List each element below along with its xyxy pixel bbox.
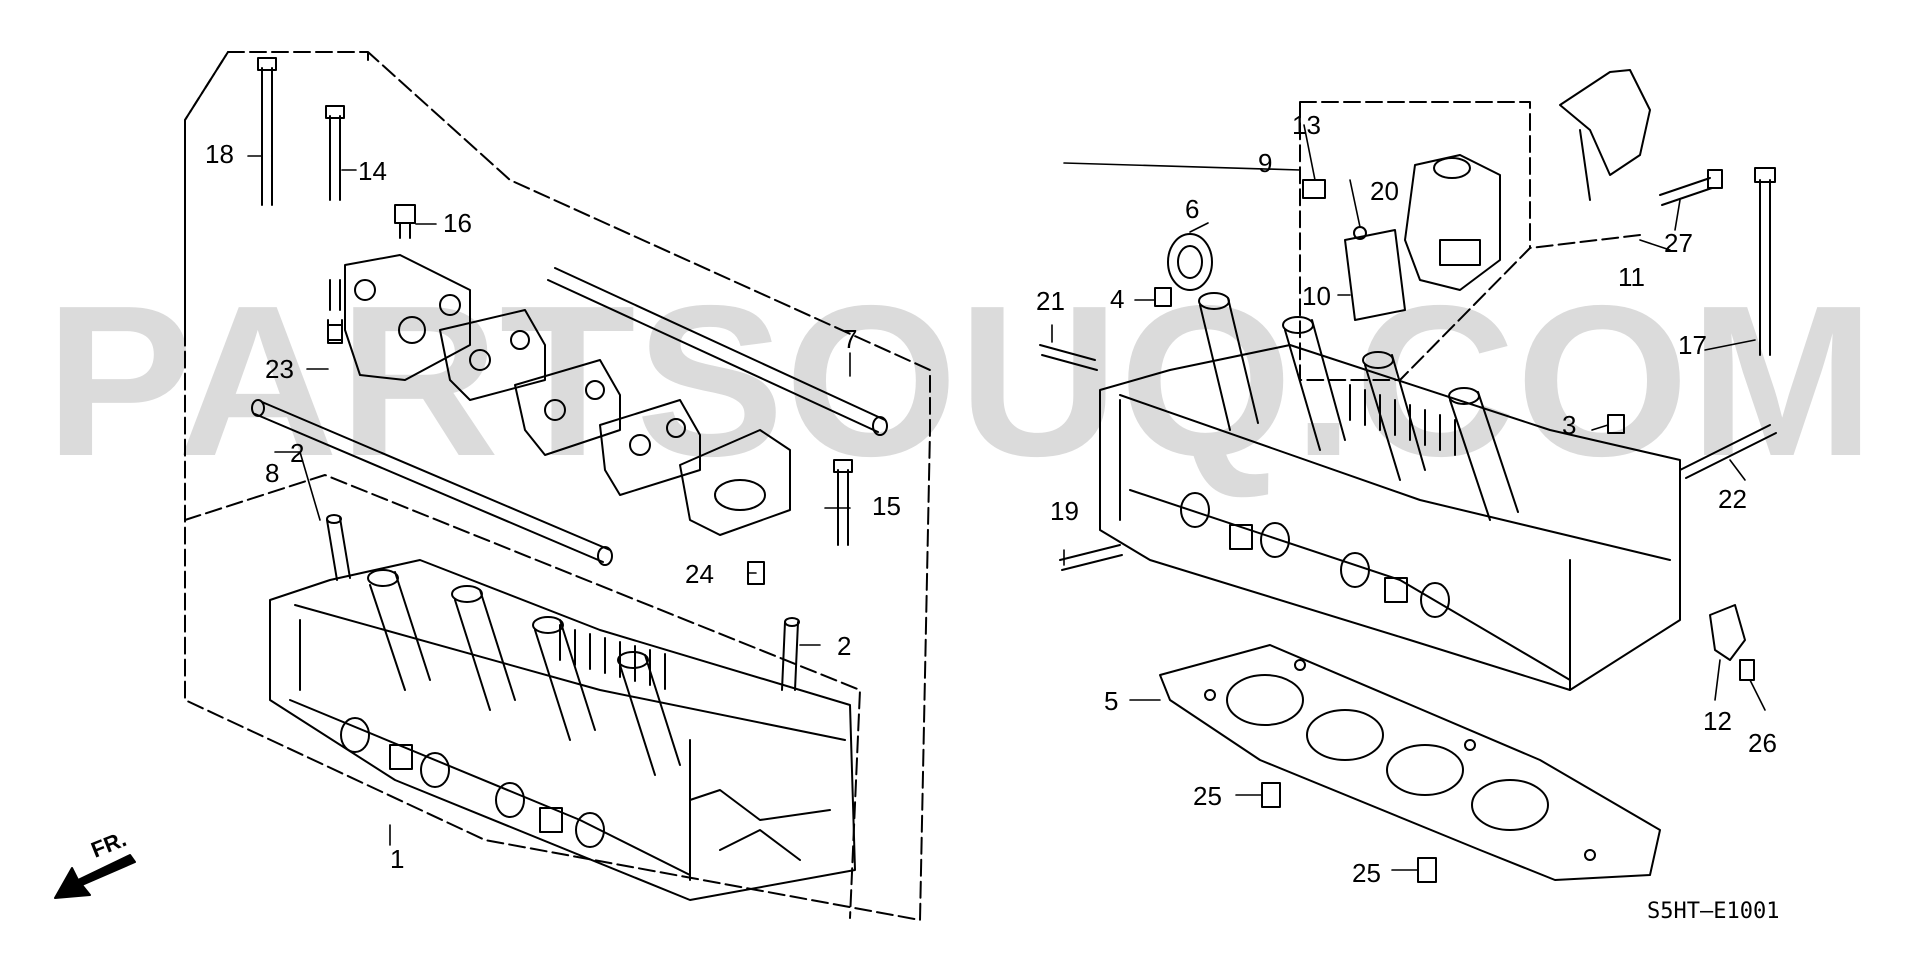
right-studs-and-bolts bbox=[1039, 167, 1777, 571]
callout-13: 13 bbox=[1292, 110, 1321, 140]
callout-24: 24 bbox=[685, 559, 714, 589]
callout-15: 15 bbox=[872, 491, 901, 521]
callout-10: 10 bbox=[1302, 281, 1331, 311]
bracket-and-sensor bbox=[1559, 69, 1755, 681]
callout-27: 27 bbox=[1664, 228, 1693, 258]
callout-25a: 25 bbox=[1193, 781, 1222, 811]
callout-9: 9 bbox=[1258, 148, 1272, 178]
callout-16: 16 bbox=[443, 208, 472, 238]
callout-22: 22 bbox=[1718, 484, 1747, 514]
callout-2b: 2 bbox=[837, 631, 851, 661]
callout-5: 5 bbox=[1104, 686, 1118, 716]
callout-7: 7 bbox=[843, 324, 857, 354]
callout-12: 12 bbox=[1703, 706, 1732, 736]
head-gasket bbox=[1159, 644, 1661, 881]
front-direction-arrow bbox=[54, 854, 136, 899]
callout-17: 17 bbox=[1678, 330, 1707, 360]
callout-14: 14 bbox=[358, 156, 387, 186]
callout-26: 26 bbox=[1748, 728, 1777, 758]
callout-3: 3 bbox=[1562, 410, 1576, 440]
callout-25b: 25 bbox=[1352, 858, 1381, 888]
callout-19: 19 bbox=[1050, 496, 1079, 526]
callout-1: 1 bbox=[390, 844, 404, 874]
callout-2a: 2 bbox=[290, 438, 304, 468]
right-spark-plug-tubes bbox=[1198, 292, 1519, 521]
callout-20: 20 bbox=[1370, 176, 1399, 206]
watermark-text: PARTSOUQ.COM bbox=[45, 260, 1875, 501]
rocker-shafts bbox=[251, 267, 888, 566]
left-cylinder-head bbox=[269, 559, 856, 901]
callout-11: 11 bbox=[1618, 262, 1645, 292]
vtec-solenoid-assembly bbox=[1302, 154, 1501, 321]
callout-18: 18 bbox=[205, 139, 234, 169]
callout-6: 6 bbox=[1185, 194, 1199, 224]
callout-8: 8 bbox=[265, 458, 279, 488]
left-spark-plug-tubes bbox=[367, 569, 681, 776]
right-cylinder-head bbox=[1099, 344, 1681, 691]
left-rocker-group-frame bbox=[184, 51, 931, 921]
left-dowel-pins bbox=[326, 514, 800, 691]
callouts: 1 2 2 3 4 5 6 7 8 9 10 11 12 13 14 15 16… bbox=[205, 110, 1777, 888]
diagram-code: S5HT—E1001 bbox=[1647, 899, 1779, 924]
leader-lines bbox=[247, 124, 1766, 871]
left-rocker-arm-assembly bbox=[327, 254, 791, 536]
callout-23: 23 bbox=[265, 354, 294, 384]
callout-21: 21 bbox=[1036, 286, 1065, 316]
callout-4: 4 bbox=[1110, 284, 1124, 314]
